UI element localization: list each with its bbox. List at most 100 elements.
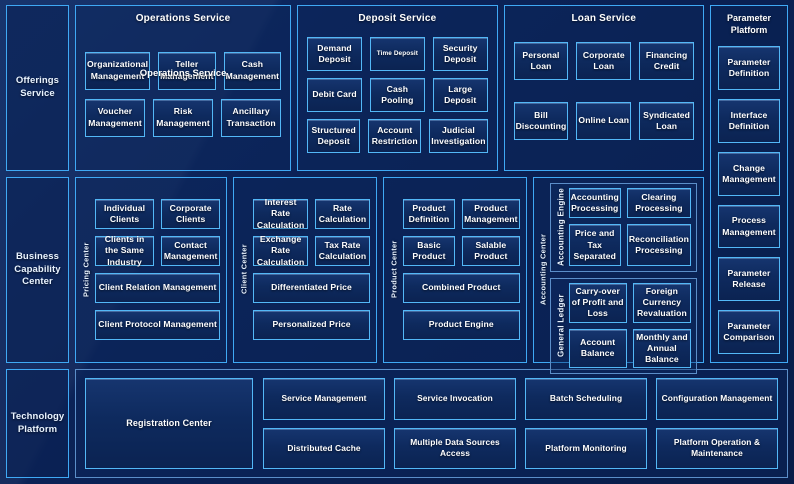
box-contact-management[interactable]: Contact Management — [161, 236, 221, 266]
operations-row-2: Voucher Management Risk Management Ancil… — [85, 98, 282, 137]
group-operations-service[interactable]: Operations Service Organizational Manage… — [75, 5, 292, 171]
tech-column-3: Batch Scheduling Platform Monitoring — [525, 378, 647, 469]
tech-column-2: Service Invocation Multiple Data Sources… — [394, 378, 516, 469]
box-online-loan[interactable]: Online Loan — [576, 102, 632, 140]
box-parameter-comparison[interactable]: Parameter Comparison — [718, 310, 780, 354]
box-product-management[interactable]: Product Management — [462, 199, 520, 229]
technology-platform-content: Registration Center Service Management D… — [75, 369, 788, 478]
box-individual-clients[interactable]: Individual Clients — [95, 199, 155, 229]
box-client-relation-management[interactable]: Client Relation Management — [95, 273, 221, 303]
box-service-invocation[interactable]: Service Invocation — [394, 378, 516, 420]
box-product-engine[interactable]: Product Engine — [402, 310, 520, 340]
box-platform-monitoring[interactable]: Platform Monitoring — [525, 427, 647, 469]
box-parameter-release[interactable]: Parameter Release — [718, 257, 780, 302]
box-clearing-processing[interactable]: Clearing Processing — [626, 188, 692, 219]
category-business-capability-center[interactable]: Business Capability Center — [6, 177, 69, 363]
box-platform-operation-and-maintenance[interactable]: Platform Operation & Maintenance — [656, 427, 778, 469]
box-exchange-rate-calculation[interactable]: Exchange Rate Calculation — [253, 234, 309, 267]
category-technology-platform[interactable]: Technology Platform — [6, 369, 69, 478]
registration-center-wrap: Registration Center — [85, 378, 253, 469]
box-distributed-cache[interactable]: Distributed Cache — [263, 427, 385, 469]
box-cash-management[interactable]: Cash Management — [223, 51, 282, 90]
accounting-subgroups: Accounting Engine Accounting Processing … — [549, 183, 698, 375]
box-account-balance[interactable]: Account Balance — [568, 328, 627, 369]
box-multiple-data-sources-access[interactable]: Multiple Data Sources Access — [394, 427, 516, 469]
group-deposit-service[interactable]: Deposit Service Demand Deposit Time Depo… — [297, 5, 498, 171]
box-reconciliation-processing[interactable]: Reconciliation Processing — [626, 224, 692, 266]
box-corporate-loan[interactable]: Corporate Loan — [576, 42, 632, 80]
panel-pricing-center[interactable]: Pricing Center Individual Clients Corpor… — [75, 177, 228, 363]
box-ancillary-transaction[interactable]: Ancillary Transaction — [221, 98, 282, 137]
box-time-deposit[interactable]: Time Deposit — [369, 37, 425, 71]
box-salable-product[interactable]: Salable Product — [462, 236, 520, 266]
box-syndicated-loan[interactable]: Syndicated Loan — [639, 102, 695, 140]
box-process-management[interactable]: Process Management — [718, 204, 780, 249]
box-risk-management[interactable]: Risk Management — [153, 98, 214, 137]
box-account-restriction[interactable]: Account Restriction — [368, 119, 422, 153]
tech-column-4: Configuration Management Platform Operat… — [656, 378, 778, 469]
box-interface-definition[interactable]: Interface Definition — [718, 99, 780, 143]
box-combined-product[interactable]: Combined Product — [402, 273, 520, 303]
box-batch-scheduling[interactable]: Batch Scheduling — [525, 378, 647, 420]
box-basic-product[interactable]: Basic Product — [402, 236, 456, 266]
accounting-engine-items: Accounting Processing Clearing Processin… — [568, 188, 692, 266]
box-structured-deposit[interactable]: Structured Deposit — [307, 119, 361, 153]
box-carry-over-of-profit-and-loss[interactable]: Carry-over of Profit and Loss — [568, 283, 627, 323]
box-bill-discounting[interactable]: Bill Discounting — [513, 102, 569, 140]
vlabel-product-center: Product Center — [389, 240, 399, 299]
box-configuration-management[interactable]: Configuration Management — [656, 378, 778, 420]
product-center-pairs: Product Definition Product Management Ba… — [402, 199, 520, 266]
group-loan-service[interactable]: Loan Service Personal Loan Corporate Loa… — [503, 5, 705, 171]
box-monthly-and-annual-balance[interactable]: Monthly and Annual Balance — [632, 328, 692, 369]
box-registration-center[interactable]: Registration Center — [85, 378, 253, 469]
box-personalized-price[interactable]: Personalized Price — [253, 310, 370, 340]
box-large-deposit[interactable]: Large Deposit — [432, 78, 488, 112]
pricing-center-pairs: Individual Clients Corporate Clients Cli… — [95, 199, 221, 267]
box-demand-deposit[interactable]: Demand Deposit — [307, 37, 362, 71]
box-foreign-currency-revaluation[interactable]: Foreign Currency Revaluation — [632, 283, 692, 323]
box-interest-rate-calculation[interactable]: Interest Rate Calculation — [253, 197, 309, 230]
box-cash-pooling[interactable]: Cash Pooling — [369, 78, 425, 112]
box-tax-rate-calculation[interactable]: Tax Rate Calculation — [315, 236, 370, 266]
panel-product-center[interactable]: Product Center Product Definition Produc… — [382, 177, 527, 363]
group-body-deposit-service: Demand Deposit Time Deposit Security Dep… — [298, 28, 496, 170]
box-judicial-investigation[interactable]: Judicial Investigation — [429, 119, 488, 153]
box-differentiated-price[interactable]: Differentiated Price — [253, 273, 370, 303]
row-offerings-service: Offerings Service Operations Service Org… — [6, 5, 705, 171]
deposit-row-2: Debit Card Cash Pooling Large Deposit — [307, 78, 488, 112]
panel-parameter-platform[interactable]: Parameter Platform Parameter Definition … — [710, 5, 788, 363]
box-personal-loan[interactable]: Personal Loan — [513, 42, 569, 80]
box-organizational-management[interactable]: Organizational Management — [85, 51, 151, 90]
loan-row-1: Personal Loan Corporate Loan Financing C… — [513, 42, 695, 80]
box-financing-credit[interactable]: Financing Credit — [639, 42, 695, 80]
upper-section: Offerings Service Operations Service Org… — [6, 5, 788, 375]
box-voucher-management[interactable]: Voucher Management — [85, 98, 146, 137]
deposit-row-3: Structured Deposit Account Restriction J… — [307, 119, 488, 153]
subgroup-accounting-engine[interactable]: Accounting Engine Accounting Processing … — [549, 183, 698, 272]
box-teller-management[interactable]: Teller Management — [158, 51, 216, 90]
category-offerings-service[interactable]: Offerings Service — [6, 5, 69, 171]
panel-accounting-center[interactable]: Accounting Center Accounting Engine Acco… — [532, 177, 705, 375]
row-business-capability-center: Business Capability Center Pricing Cente… — [6, 177, 705, 375]
box-parameter-definition[interactable]: Parameter Definition — [718, 46, 780, 91]
group-title-deposit-service: Deposit Service — [358, 13, 437, 24]
box-accounting-processing[interactable]: Accounting Processing — [568, 188, 621, 219]
deposit-row-1: Demand Deposit Time Deposit Security Dep… — [307, 37, 488, 71]
box-rate-calculation[interactable]: Rate Calculation — [315, 199, 370, 229]
group-title-loan-service: Loan Service — [571, 13, 637, 24]
box-corporate-clients[interactable]: Corporate Clients — [161, 199, 221, 229]
box-change-management[interactable]: Change Management — [718, 151, 780, 196]
box-service-management[interactable]: Service Management — [263, 378, 385, 420]
box-clients-in-the-same-industry[interactable]: Clients in the Same Industry — [95, 234, 155, 267]
client-center-pairs: Interest Rate Calculation Rate Calculati… — [253, 197, 370, 267]
box-client-protocol-management[interactable]: Client Protocol Management — [95, 310, 221, 340]
box-price-and-tax-separated[interactable]: Price and Tax Separated — [568, 224, 621, 266]
box-debit-card[interactable]: Debit Card — [307, 78, 362, 112]
group-title-operations-service: Operations Service — [135, 13, 231, 24]
box-security-deposit[interactable]: Security Deposit — [432, 37, 488, 71]
box-product-definition[interactable]: Product Definition — [402, 199, 456, 229]
subgroup-general-ledger[interactable]: General Ledger Carry-over of Profit and … — [549, 278, 698, 375]
vlabel-client-center: Client Center — [239, 244, 249, 295]
panel-client-center[interactable]: Client Center Interest Rate Calculation … — [233, 177, 377, 363]
operations-row-1: Organizational Management Teller Managem… — [85, 51, 282, 90]
